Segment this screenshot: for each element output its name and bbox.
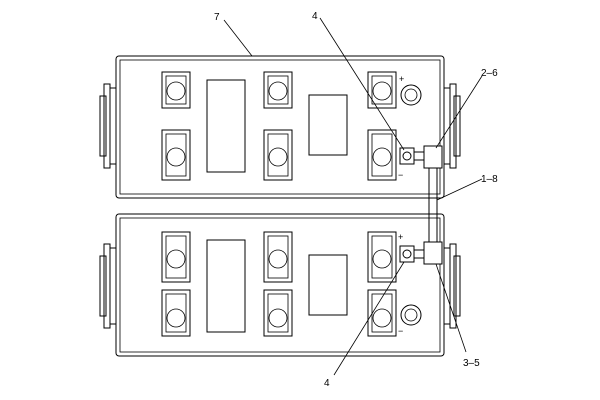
bottom-battery-negative-mark: − bbox=[398, 326, 403, 336]
leader-line-1-8 bbox=[436, 178, 483, 201]
leader-line-bottom-4 bbox=[333, 261, 405, 376]
top-battery-cell-cap bbox=[263, 129, 293, 181]
callout-label-bottom-4: 4 bbox=[324, 378, 330, 389]
top-battery-cell-cap bbox=[161, 129, 191, 181]
top-battery-right-handle bbox=[444, 83, 461, 169]
leader-line-7 bbox=[223, 19, 253, 57]
top-battery-cell-cap bbox=[263, 71, 293, 109]
top-battery-terminal-clamp bbox=[399, 147, 424, 165]
leader-line-2-6 bbox=[435, 75, 483, 149]
top-battery-cell-cap bbox=[161, 71, 191, 109]
callout-label-7: 7 bbox=[214, 12, 220, 23]
bottom-battery-right-handle bbox=[444, 243, 461, 329]
jumper-cable bbox=[428, 168, 438, 242]
bottom-battery-positive-mark: + bbox=[398, 232, 403, 242]
bottom-battery-terminal-clamp bbox=[399, 245, 424, 263]
top-battery-cell-cap bbox=[367, 71, 397, 109]
top-battery-label-panel bbox=[206, 79, 246, 173]
bottom-battery: + − bbox=[99, 213, 461, 357]
bottom-battery-cell-cap bbox=[263, 289, 293, 337]
bottom-battery-cell-cap bbox=[263, 231, 293, 283]
top-battery-label-panel bbox=[308, 94, 348, 156]
top-battery-lid bbox=[119, 59, 441, 195]
bottom-battery-lid bbox=[119, 217, 441, 353]
leader-line-3-5 bbox=[435, 263, 467, 353]
bottom-battery-cell-cap bbox=[367, 231, 397, 283]
bottom-battery-label-panel bbox=[206, 239, 246, 333]
bottom-cable-lug bbox=[423, 241, 443, 265]
bottom-battery-case bbox=[115, 213, 445, 357]
top-battery-positive-mark: + bbox=[399, 74, 404, 84]
bottom-battery-cell-cap bbox=[161, 231, 191, 283]
callout-label-1-8: 1–8 bbox=[481, 174, 498, 185]
top-battery-case bbox=[115, 55, 445, 199]
leader-line-top-4 bbox=[319, 17, 405, 151]
top-battery-left-handle bbox=[99, 83, 116, 169]
bottom-battery-label-panel bbox=[308, 254, 348, 316]
bottom-battery-left-handle bbox=[99, 243, 116, 329]
callout-label-3-5: 3–5 bbox=[463, 358, 480, 369]
bottom-battery-negative-post bbox=[400, 304, 422, 326]
callout-label-top-4: 4 bbox=[312, 11, 318, 22]
top-battery-negative-mark: − bbox=[398, 170, 403, 180]
callout-label-2-6: 2–6 bbox=[481, 68, 498, 79]
top-battery-cell-cap bbox=[367, 129, 397, 181]
top-battery: + − bbox=[99, 55, 461, 199]
bottom-battery-cell-cap bbox=[161, 289, 191, 337]
leader-lines bbox=[223, 17, 483, 376]
top-battery-negative-post bbox=[400, 84, 422, 106]
top-cable-lug bbox=[423, 145, 443, 169]
